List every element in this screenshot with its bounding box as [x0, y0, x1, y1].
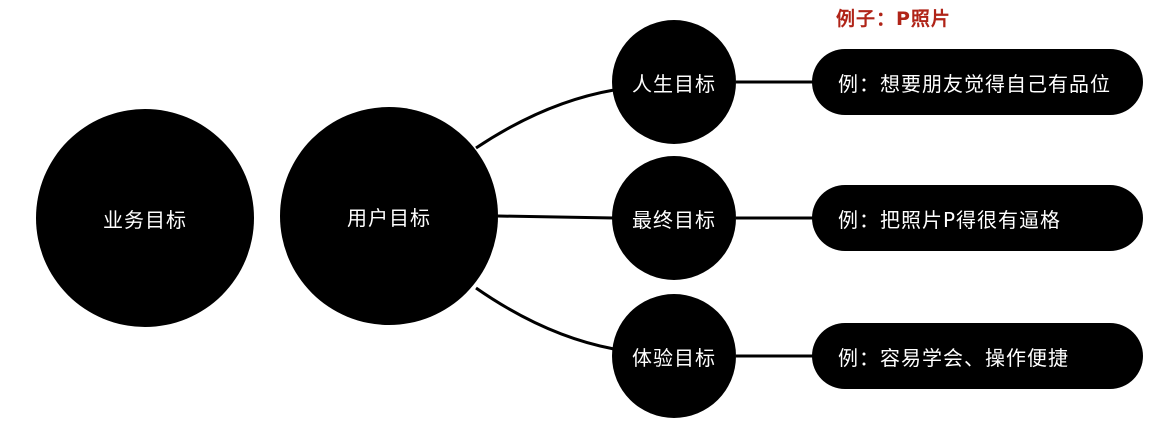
experience-goal-node: 体验目标: [612, 294, 736, 418]
connector-user-to-end: [497, 214, 615, 220]
experience-goal-example: 例：容易学会、操作便捷: [812, 323, 1143, 389]
business-goal-node: 业务目标: [36, 109, 254, 327]
end-goal-example: 例：把照片P得很有逼格: [812, 185, 1143, 251]
life-goal-example-text: 例：想要朋友觉得自己有品位: [838, 71, 1111, 96]
life-goal-node: 人生目标: [612, 20, 736, 144]
end-goal-label: 最终目标: [632, 207, 716, 232]
connector-user-to-life: [475, 88, 615, 150]
experience-goal-example-text: 例：容易学会、操作便捷: [838, 345, 1069, 370]
user-goal-node: 用户目标: [280, 107, 498, 325]
connector-user-to-experience: [475, 286, 615, 351]
example-caption: 例子：P照片: [836, 8, 951, 30]
life-goal-example: 例：想要朋友觉得自己有品位: [812, 49, 1143, 115]
end-goal-example-text: 例：把照片P得很有逼格: [838, 207, 1062, 232]
experience-goal-label: 体验目标: [632, 345, 716, 370]
life-goal-label: 人生目标: [632, 71, 716, 96]
end-goal-node: 最终目标: [612, 156, 736, 280]
user-goal-label: 用户目标: [347, 205, 431, 230]
business-goal-label: 业务目标: [103, 207, 187, 232]
